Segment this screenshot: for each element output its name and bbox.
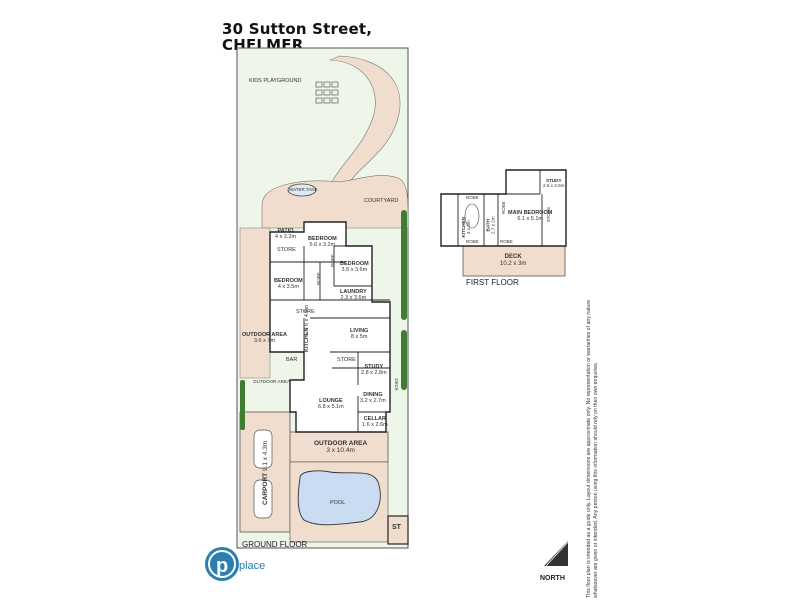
brand-name: place xyxy=(239,560,266,572)
courtyard-label: COURTYARD xyxy=(364,198,399,204)
address-line-1: 30 Sutton Street, xyxy=(222,20,373,38)
ff-robe-c: ROBE xyxy=(466,239,479,244)
store-shed xyxy=(387,515,409,545)
pool-label: POOL xyxy=(330,500,346,506)
patio-dim: 4 x 2.2m xyxy=(275,234,297,241)
st-label: ST xyxy=(392,524,401,531)
bedroom1-label: BEDROOM 5.6 x 3.2m xyxy=(308,236,337,249)
store1-label: STORE xyxy=(277,247,296,253)
dining-label: DINING 3.2 x 2.7m xyxy=(360,392,386,405)
ff-kitchen-name: KITCHEN xyxy=(460,217,466,238)
ff-robe-d: ROBE xyxy=(500,239,513,244)
study-label: STUDY 2.8 x 2.8m xyxy=(361,364,387,377)
outdoor-area2-name: OUTDOOR AREA xyxy=(314,440,368,447)
outdoor-area2-label: OUTDOOR AREA 3 x 10.4m xyxy=(314,440,367,455)
bedroom3-dim: 4 x 3.5m xyxy=(277,284,299,291)
cellar-dim: 1.6 x 2.6m xyxy=(362,422,388,429)
outdoor-area-small-label: OUTDOOR AREA xyxy=(253,379,291,384)
laundry-label: LAUNDRY 2.3 x 3.6m xyxy=(340,289,367,302)
brand-logo: p xyxy=(205,547,239,581)
side-paving xyxy=(239,227,271,379)
interior-walls xyxy=(270,245,390,432)
lounge-name: LOUNGE xyxy=(319,398,343,404)
water-tank xyxy=(287,183,317,197)
ff-kitchen-dim: 3 x 3m xyxy=(466,220,472,235)
playground-equipment xyxy=(315,81,339,104)
bedroom3-label: BEDROOM 4 x 3.5m xyxy=(274,278,303,291)
hedge-left xyxy=(240,380,245,430)
ff-robe-b: ROBE xyxy=(500,201,506,214)
ff-kitchen-label: KITCHEN 3 x 3m xyxy=(461,217,472,237)
cellar-label: CELLAR 1.6 x 2.6m xyxy=(362,416,388,429)
laundry-name: LAUNDRY xyxy=(340,289,367,295)
patio-name: PATIO xyxy=(277,228,294,234)
kids-playground-label: KIDS PLAYGROUND xyxy=(249,78,302,84)
ff-study-name: STUDY xyxy=(545,178,562,183)
ff-main-bedroom-dim: 6.1 x 5.1m xyxy=(517,216,543,223)
outdoor-area1-dim: 3.6 x 7m xyxy=(253,338,276,345)
ff-robe-a: ROBE xyxy=(466,195,479,200)
lounge-label: LOUNGE 6.8 x 5.1m xyxy=(318,398,344,411)
robe2-label: ROBE xyxy=(329,254,335,267)
ff-deck-dim: 10.2 x 3m xyxy=(500,260,527,267)
bathtub xyxy=(464,203,480,229)
bar-label: BAR xyxy=(286,357,298,363)
ff-bath-label: BATH 2.7 x 2m xyxy=(486,216,497,234)
dining-name: DINING xyxy=(363,392,383,398)
bedroom1-dim: 5.6 x 3.2m xyxy=(309,242,336,249)
ff-main-bedroom-name: MAIN BEDROOM xyxy=(508,210,553,216)
ff-study-label: STUDY 2.6 x 2.6m xyxy=(543,178,564,189)
first-floor-deck xyxy=(462,245,566,277)
lounge-dim: 6.8 x 5.1m xyxy=(318,404,344,411)
first-floor-walls xyxy=(457,170,543,246)
outdoor-area1-name: OUTDOOR AREA xyxy=(242,332,288,338)
ff-study-dim: 2.6 x 2.6m xyxy=(543,183,565,189)
ff-bath-dim: 2.7 x 2m xyxy=(490,216,496,235)
living-dim: 8 x 5m xyxy=(350,334,368,341)
north-arrow xyxy=(544,541,569,567)
svg-text:p: p xyxy=(216,555,228,577)
kitchen-label: KITCHEN 6 x 4.6m xyxy=(304,305,310,352)
bedroom2-name: BEDROOM xyxy=(340,261,369,267)
living-name: LIVING xyxy=(350,328,369,334)
study-name: STUDY xyxy=(364,364,384,370)
laundry-dim: 2.3 x 3.6m xyxy=(340,295,367,302)
cellar-name: CELLAR xyxy=(363,416,386,422)
kitchen-name: KITCHEN xyxy=(304,327,310,352)
parked-cars xyxy=(253,429,273,519)
bedroom2-label: BEDROOM 3.6 x 3.6m xyxy=(340,261,369,274)
patio-label: PATIO 4 x 2.2m xyxy=(275,228,296,241)
robe1-label: ROBE xyxy=(315,272,321,285)
pool-water xyxy=(297,470,381,526)
ground-floor-caption: GROUND FLOOR xyxy=(242,540,308,549)
north-label: NORTH xyxy=(540,575,565,582)
ff-store-label: STORE xyxy=(546,206,552,223)
outdoor-area2-dim: 3 x 10.4m xyxy=(326,447,355,455)
hedge-right xyxy=(401,210,407,390)
ff-deck-label: DECK 10.2 x 3m xyxy=(500,254,526,268)
carport-dim: 9.1 x 4.3m xyxy=(262,440,269,472)
dining-dim: 3.2 x 2.7m xyxy=(360,398,386,405)
bedroom3-name: BEDROOM xyxy=(274,278,303,284)
ff-deck-name: DECK xyxy=(504,254,522,260)
store3-label: STORE xyxy=(337,357,356,363)
carport-name: CARPORT xyxy=(262,472,269,505)
first-floor-caption: FIRST FLOOR xyxy=(466,278,519,287)
ff-bath-name: BATH xyxy=(485,219,491,232)
study-dim: 2.8 x 2.8m xyxy=(361,370,387,377)
water-tank-label: WATER TANK xyxy=(289,187,318,192)
living-label: LIVING 8 x 5m xyxy=(350,328,368,341)
ff-main-bedroom-label: MAIN BEDROOM 6.1 x 5.1m xyxy=(508,210,552,223)
deck-side-label: DECK xyxy=(393,378,399,391)
kitchen-dim: 6 x 4.6m xyxy=(304,304,310,327)
disclaimer-text: This floor plan is intended as a guide o… xyxy=(586,300,599,598)
carport-label: CARPORT 9.1 x 4.3m xyxy=(262,441,269,505)
store2-label: STORE xyxy=(296,309,315,315)
bedroom1-name: BEDROOM xyxy=(308,236,337,242)
outdoor-area1-label: OUTDOOR AREA 3.6 x 7m xyxy=(242,332,287,345)
bedroom2-dim: 3.6 x 3.6m xyxy=(341,267,368,274)
